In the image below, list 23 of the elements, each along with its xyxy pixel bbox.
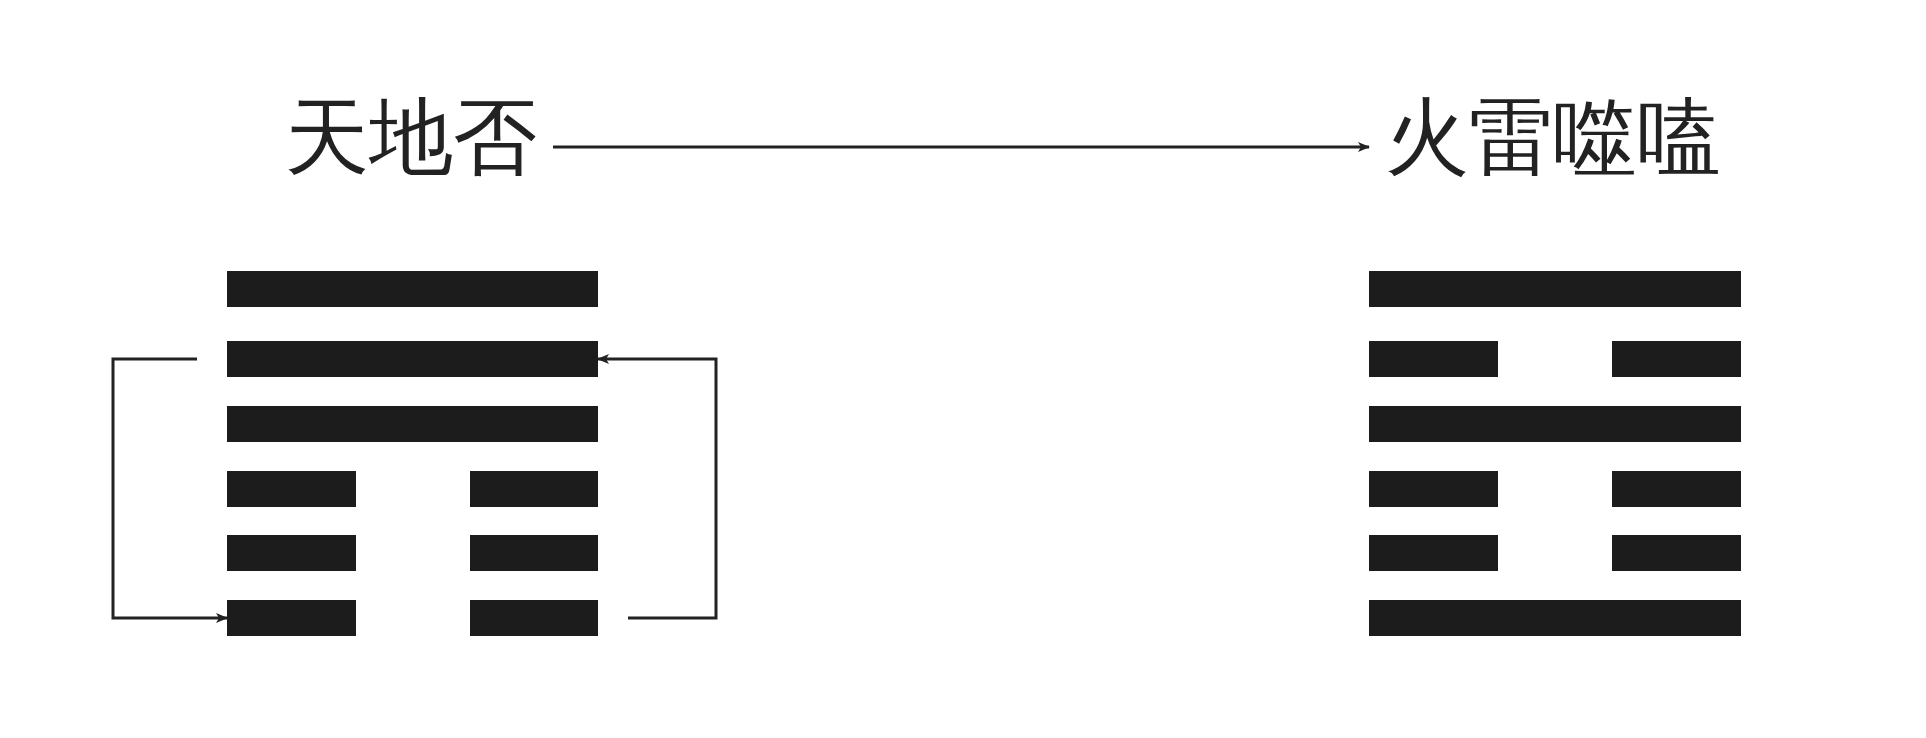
broken-line-bar: [1612, 341, 1741, 377]
arrow: [597, 354, 718, 620]
hexagram-name: 天地否: [285, 95, 537, 179]
solid-line-bar: [227, 406, 598, 442]
solid-line-bar: [1369, 406, 1741, 442]
broken-line-bar: [1369, 471, 1498, 507]
solid-line-bar: [1369, 271, 1741, 307]
arrow: [553, 142, 1370, 152]
solid-line-bar: [1369, 600, 1741, 636]
broken-line-bar: [470, 600, 598, 636]
solid-line-bar: [227, 341, 598, 377]
broken-line-bar: [227, 535, 356, 571]
broken-line-bar: [227, 600, 356, 636]
broken-line-bar: [470, 535, 598, 571]
broken-line-bar: [227, 471, 356, 507]
broken-line-bar: [1369, 341, 1498, 377]
broken-line-bar: [470, 471, 598, 507]
arrow: [111, 357, 228, 623]
broken-line-bar: [1612, 535, 1741, 571]
broken-line-bar: [1369, 535, 1498, 571]
solid-line-bar: [227, 271, 598, 307]
broken-line-bar: [1612, 471, 1741, 507]
hexagram-name: 火雷噬嗑: [1385, 95, 1721, 179]
